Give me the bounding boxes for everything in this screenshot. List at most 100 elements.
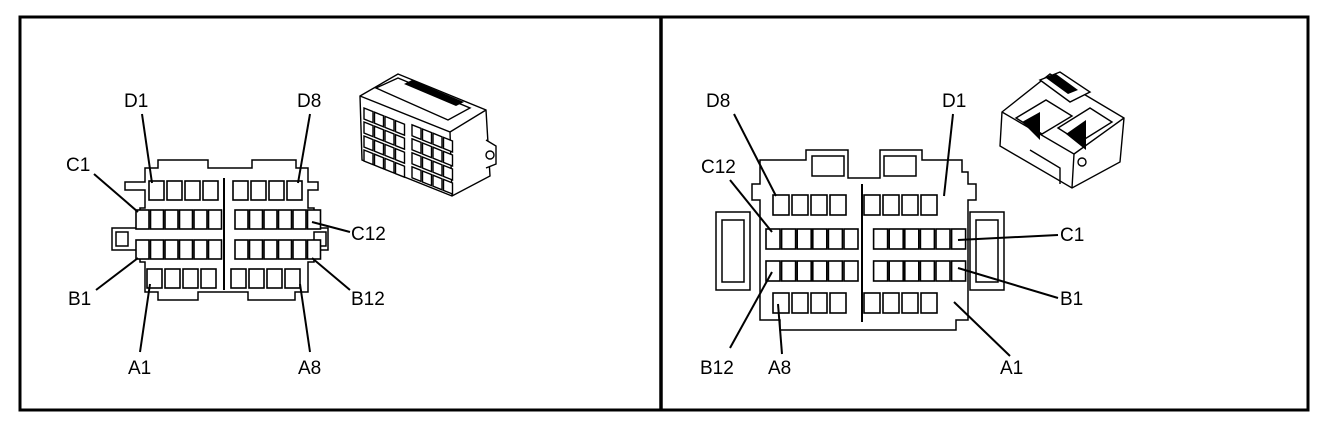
left-row-b-cavity-12 [306,239,322,260]
right-row-c-cavity-2 [780,228,797,250]
left-row-b-cavity-7 [234,239,249,260]
right-row-a-cavity-3 [810,292,828,314]
thumb-cavity [384,129,395,147]
thumb-cavity [363,148,374,166]
right-label-d-first: D8 [706,91,730,112]
thumb-cavity [442,164,454,182]
right-row-c-cavity-10 [919,228,936,250]
right-side-latch-left-inner [721,219,745,283]
right-row-c-cavity-7 [872,228,889,250]
left-row-c-cavity-12 [306,209,322,230]
right-row-a-cavity-1 [772,292,790,314]
left-leader-a-first [139,283,151,353]
thumb-cavity [411,123,422,141]
left-row-c-cavity-8 [248,209,264,230]
thumb-cavity [384,157,395,175]
left-row-b-cavity-6 [207,239,223,260]
thumb-cavity [442,136,454,154]
thumb-cavity [411,151,422,169]
right-leader-d-first [733,113,777,197]
right-label-a-first: A8 [768,358,791,379]
left-label-c-last: C12 [351,224,386,245]
left-row-c-cavity-5 [193,209,208,230]
left-leader-b-last [311,257,351,291]
right-row-c-cavity-4 [811,228,828,250]
left-row-d-cavity-7 [268,180,285,201]
thumb-cavity [384,115,395,133]
left-cavity-grid [135,180,322,289]
right-connector-thumbnail [999,71,1125,189]
left-row-a-cavity-7 [266,268,283,289]
right-leader-b-last [729,271,773,349]
thumb-cavity [432,174,443,191]
left-connector-thumbnail [359,73,497,197]
right-top-tab-left [811,155,845,177]
right-leader-d-last [943,113,954,197]
left-label-b-first: B1 [68,289,91,310]
left-row-d-cavity-5 [232,180,249,201]
right-row-c-cavity-5 [827,228,844,250]
left-row-a-cavity-3 [182,268,199,289]
thumb-cavity [421,127,433,145]
right-row-a-cavity-7 [901,292,919,314]
left-label-d-first: D1 [124,91,148,112]
left-leader-d-last [297,113,311,184]
left-row-c-cavity-3 [164,209,179,230]
right-row-a-cavity-4 [829,292,847,314]
right-row-a-cavity-5 [863,292,881,314]
left-row-b-cavity-1 [135,239,150,260]
right-row-b-cavity-12 [950,260,967,282]
left-row-d-cavity-8 [286,180,303,201]
thumb-cavity [442,178,454,196]
thumb-cavity [432,132,443,149]
right-leader-a-last [953,301,1011,357]
left-leader-d-first [141,113,153,184]
left-leader-c-first [93,173,139,213]
right-row-b-cavity-10 [919,260,936,282]
thumb-cavity [373,125,385,142]
right-row-b-cavity-2 [780,260,797,282]
left-row-a-cavity-2 [164,268,181,289]
right-row-b-cavity-5 [827,260,844,282]
right-row-b-cavity-8 [888,260,905,282]
left-row-b-cavity-3 [164,239,179,260]
left-row-b-cavity-2 [149,239,165,260]
left-row-d-cavity-1 [148,180,165,201]
right-leader-c-last [957,234,1059,241]
left-panel: D1 D8 C1 C12 B1 B12 A1 A8 [66,73,497,379]
right-row-d-cavity-4 [829,194,847,216]
left-row-b-cavity-4 [178,239,194,260]
right-row-d-cavity-7 [901,194,919,216]
right-leader-c-first [729,179,773,233]
left-row-b-cavity-10 [277,239,293,260]
left-row-a-cavity-5 [230,268,247,289]
right-row-a-cavity-6 [882,292,900,314]
left-row-a-cavity-4 [200,268,217,289]
right-cavity-grid [765,194,967,314]
left-row-c-cavity-1 [135,209,150,230]
thumb-cavity [421,169,433,187]
left-row-d-cavity-2 [166,180,183,201]
right-label-b-first: B1 [1060,289,1083,310]
right-row-b-cavity-11 [935,260,951,282]
right-row-c-cavity-3 [796,228,813,250]
thumb-cavity [394,119,406,137]
right-leader-b-first [957,267,1059,299]
left-row-d-cavity-4 [202,180,219,201]
thumb-cavity [442,150,454,168]
right-row-b-cavity-7 [872,260,889,282]
left-row-c-cavity-10 [277,209,293,230]
thumb-cavity [432,160,443,177]
right-panel: D8 D1 C12 C1 B1 B12 A8 A1 [700,71,1125,379]
right-row-d-cavity-5 [863,194,881,216]
right-label-b-last: B12 [700,358,734,379]
left-row-c-cavity-6 [207,209,223,230]
left-row-c-cavity-4 [178,209,194,230]
left-side-latch-left [115,231,129,247]
left-row-b-cavity-11 [292,239,307,260]
thumb-cavity [363,134,374,152]
left-row-a-cavity-1 [146,268,163,289]
right-row-c-cavity-6 [843,228,859,250]
right-row-c-cavity-9 [903,228,920,250]
